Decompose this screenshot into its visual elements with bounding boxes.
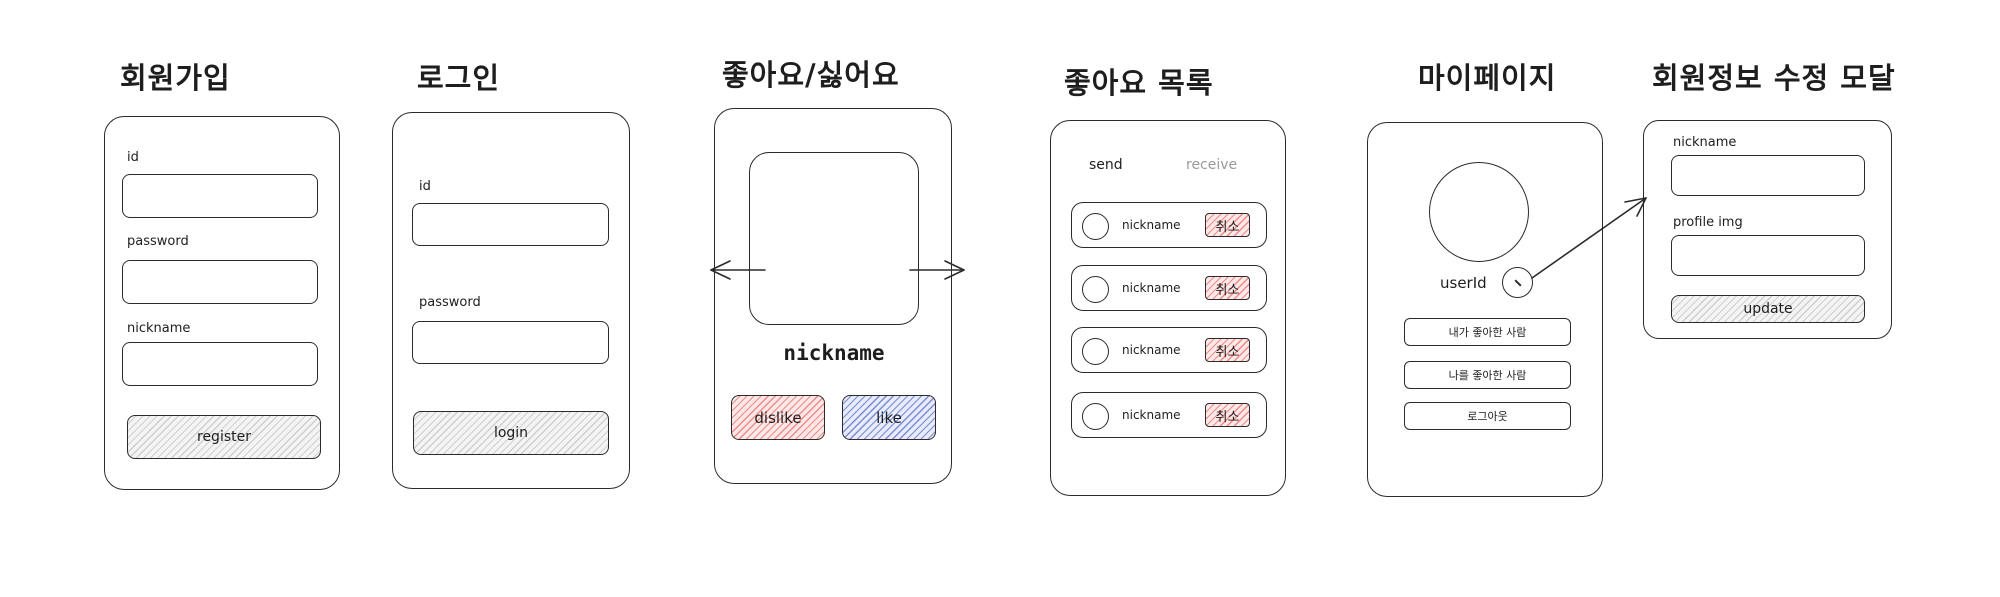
signup-id-label: id [127, 150, 139, 165]
mypage-screen: userId 내가 좋아한 사람 나를 좋아한 사람 로그아웃 [1367, 122, 1603, 497]
logout-button[interactable]: 로그아웃 [1404, 402, 1571, 430]
user-id: userId [1440, 274, 1487, 292]
list-item: nickname 취소 [1071, 392, 1267, 438]
modal-profile-img-input[interactable] [1671, 235, 1865, 276]
login-id-label: id [419, 179, 431, 194]
like-list-screen: send receive nickname 취소 nickname 취소 nic… [1050, 120, 1286, 496]
register-button[interactable]: register [127, 415, 321, 459]
edit-profile-button[interactable] [1502, 267, 1533, 298]
avatar [1082, 403, 1109, 430]
list-item: nickname 취소 [1071, 265, 1267, 311]
tab-send[interactable]: send [1089, 157, 1123, 173]
login-password-label: password [419, 295, 481, 310]
cancel-button[interactable]: 취소 [1205, 338, 1250, 362]
list-item-nickname: nickname [1122, 343, 1181, 357]
login-button[interactable]: login [413, 411, 609, 455]
pencil-icon [1513, 278, 1522, 287]
login-screen: id password login [392, 112, 630, 489]
list-item-nickname: nickname [1122, 281, 1181, 295]
login-id-input[interactable] [412, 203, 609, 246]
list-item-nickname: nickname [1122, 218, 1181, 232]
signup-screen: id password nickname register [104, 116, 340, 490]
cancel-button[interactable]: 취소 [1205, 276, 1250, 300]
login-title: 로그인 [417, 61, 501, 95]
profile-card-image [749, 152, 919, 325]
modal-nickname-input[interactable] [1671, 155, 1865, 196]
like-dislike-screen: nickname dislike like [714, 108, 952, 484]
avatar [1082, 276, 1109, 303]
cancel-button[interactable]: 취소 [1205, 213, 1250, 237]
signup-nickname-input[interactable] [122, 342, 318, 386]
list-item: nickname 취소 [1071, 327, 1267, 373]
signup-password-input[interactable] [122, 260, 318, 304]
edit-modal-title: 회원정보 수정 모달 [1652, 61, 1896, 95]
login-password-input[interactable] [412, 321, 609, 364]
dislike-button[interactable]: dislike [731, 395, 825, 440]
liked-by-me-button[interactable]: 내가 좋아한 사람 [1404, 318, 1571, 346]
cancel-button[interactable]: 취소 [1205, 403, 1250, 427]
mypage-title: 마이페이지 [1418, 61, 1557, 95]
modal-nickname-label: nickname [1673, 135, 1737, 150]
signup-password-label: password [127, 234, 189, 249]
signup-nickname-label: nickname [127, 321, 191, 336]
list-item-nickname: nickname [1122, 408, 1181, 422]
like-button[interactable]: like [842, 395, 936, 440]
avatar [1082, 338, 1109, 365]
edit-profile-modal: nickname profile img update [1643, 120, 1892, 339]
update-button[interactable]: update [1671, 295, 1865, 323]
modal-profile-img-label: profile img [1673, 215, 1743, 230]
liked-me-button[interactable]: 나를 좋아한 사람 [1404, 361, 1571, 389]
list-item: nickname 취소 [1071, 202, 1267, 248]
avatar [1082, 213, 1109, 240]
signup-title: 회원가입 [120, 61, 231, 95]
tab-receive[interactable]: receive [1186, 157, 1238, 173]
like-list-title: 좋아요 목록 [1064, 66, 1214, 100]
profile-image [1429, 162, 1529, 262]
signup-id-input[interactable] [122, 174, 318, 218]
like-dislike-title: 좋아요/싫어요 [722, 58, 900, 92]
card-nickname: nickname [783, 341, 885, 365]
